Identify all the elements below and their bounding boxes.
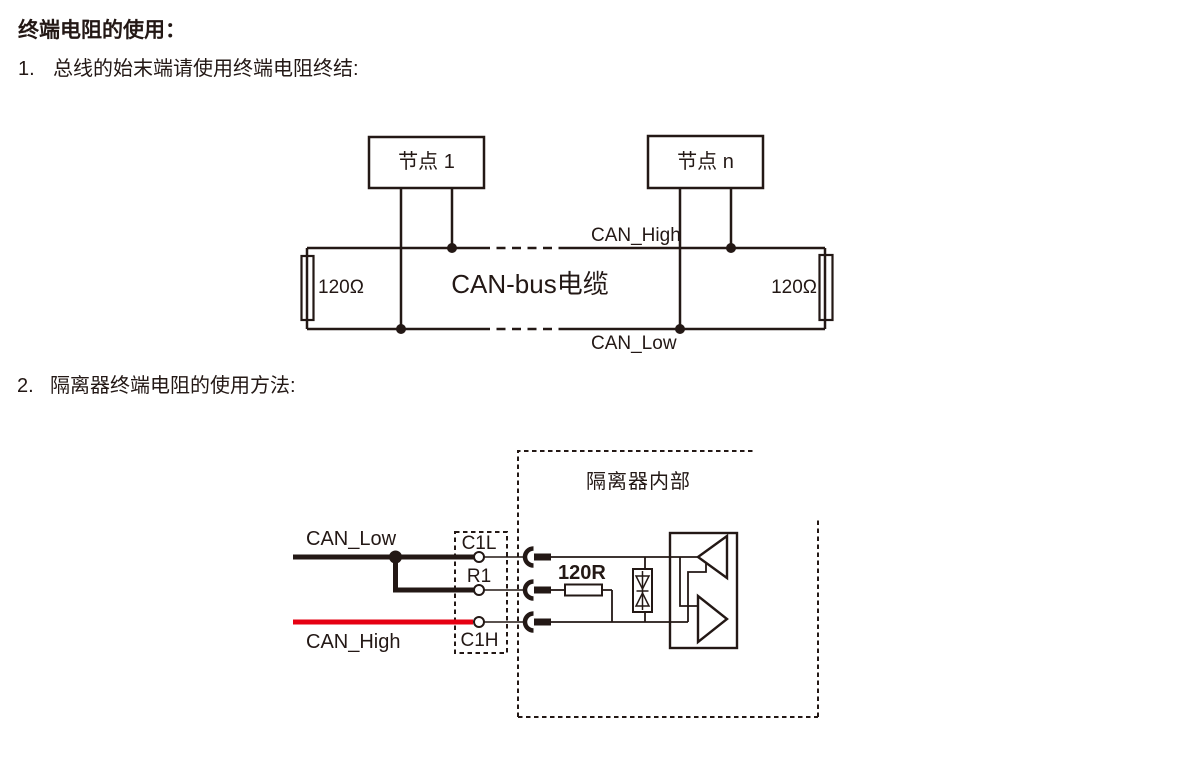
tvs-diode	[632, 557, 653, 622]
termination-resistor-left	[300, 254, 315, 322]
resistor-right-label: 120Ω	[771, 277, 817, 298]
resistor-left-label: 120Ω	[318, 277, 364, 298]
terminal-circles	[473, 551, 485, 628]
list-item-1-number: 1.	[18, 58, 35, 80]
can-high-bus-label: CAN_High	[591, 225, 681, 246]
node1-label: 节点 1	[398, 151, 455, 173]
terminal-leads	[484, 556, 525, 623]
terminal-c1l-label: C1L	[461, 533, 497, 554]
terminal-r1-label: R1	[466, 566, 492, 587]
cable-label: CAN-bus电缆	[451, 269, 609, 299]
isolator-internal-label: 隔离器内部	[586, 471, 691, 493]
termination-resistor-right	[818, 253, 834, 322]
list-item-2-number: 2.	[17, 375, 34, 397]
rx-buffer-triangle	[695, 533, 729, 581]
can-low-wire	[293, 550, 474, 593]
resistor-120r-label: 120R	[558, 562, 606, 584]
node-drop-wires	[399, 188, 733, 329]
can-low-bus-label: CAN_Low	[591, 333, 677, 354]
connector-sockets	[522, 546, 534, 633]
isolator-dashed-border	[517, 450, 819, 718]
transceiver-box	[668, 531, 739, 650]
resistor-120r	[564, 583, 603, 597]
terminal-block-box	[454, 531, 508, 654]
node-n-box	[646, 134, 765, 190]
internal-wiring	[679, 557, 707, 622]
tx-buffer-triangle	[696, 593, 729, 645]
bus-lines	[305, 246, 827, 331]
node1-box	[367, 135, 486, 190]
terminal-c1h-label: C1H	[460, 630, 499, 651]
internal-signal-lines	[551, 556, 698, 623]
connector-pins	[534, 553, 551, 626]
junction-dots	[396, 243, 736, 334]
can-high-wire-label: CAN_High	[306, 631, 401, 653]
list-item-2-text: 隔离器终端电阻的使用方法:	[50, 375, 296, 397]
node-n-label: 节点 n	[677, 150, 734, 173]
can-low-wire-label: CAN_Low	[306, 528, 397, 550]
list-item-1-text: 总线的始末端请使用终端电阻终结:	[53, 58, 359, 80]
page-title: 终端电阻的使用：	[18, 19, 186, 42]
